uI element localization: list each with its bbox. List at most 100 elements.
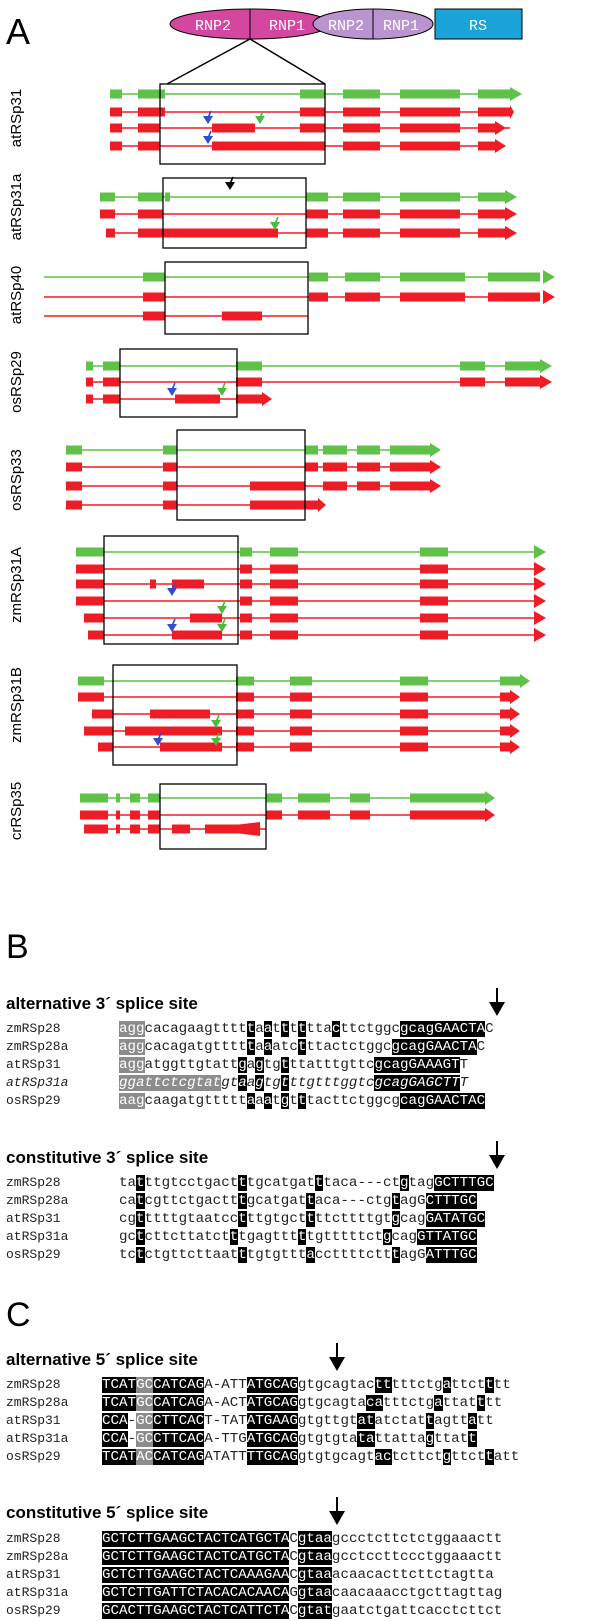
- exon: [92, 709, 113, 719]
- exon: [66, 481, 82, 491]
- exon: [150, 579, 156, 589]
- exon-arrow: [510, 707, 520, 721]
- splice-site-arrow: [153, 732, 163, 746]
- exon: [400, 228, 460, 238]
- exon: [488, 272, 540, 282]
- exon: [236, 361, 262, 371]
- exon: [86, 394, 93, 404]
- gene-model: osRSp33: [8, 429, 441, 521]
- sequence-row: tatttgtcctgactttgcatgatttaca---ctgtagGCT…: [119, 1175, 494, 1191]
- exon-arrow: [543, 270, 555, 284]
- exon: [305, 500, 318, 510]
- exon: [236, 692, 254, 702]
- exon: [236, 394, 262, 404]
- exon: [110, 141, 122, 151]
- transcript: [84, 611, 546, 625]
- domain-rs-label: RS: [469, 18, 487, 35]
- transcript: [98, 740, 520, 754]
- exon: [350, 810, 370, 820]
- exon-arrow: [510, 740, 520, 754]
- exon: [100, 209, 115, 219]
- transcript: [44, 290, 555, 304]
- exon: [400, 209, 460, 219]
- exon-arrow: [485, 791, 495, 805]
- exon: [420, 596, 448, 606]
- exon: [86, 361, 93, 371]
- transcript: [86, 359, 552, 373]
- exon-arrow: [200, 822, 260, 836]
- transcript: [76, 594, 546, 608]
- exon: [172, 579, 204, 589]
- exon: [165, 192, 170, 202]
- sequence-row: aggatggttgtattgagtgtttatttgttcgcagGAAAGT…: [119, 1057, 469, 1073]
- exon: [240, 613, 252, 623]
- sequence-row: tctctgttcttaatttgtgtttaccttttctttagGATTT…: [119, 1247, 477, 1263]
- splice-site-arrow: [255, 110, 265, 124]
- exon: [106, 228, 115, 238]
- exon: [343, 228, 380, 238]
- sequence-row: aagcaagatgtttttaaatgtttacttctggcgcagGAAC…: [119, 1093, 486, 1109]
- exon: [84, 824, 108, 834]
- exon-arrow: [534, 577, 546, 591]
- exon: [309, 292, 328, 302]
- exon: [130, 793, 140, 803]
- exon: [212, 123, 255, 133]
- exon: [250, 481, 305, 491]
- exon: [270, 613, 298, 623]
- exon: [305, 445, 318, 455]
- exon: [116, 824, 120, 834]
- gene-label: atRSp31a: [8, 173, 25, 240]
- sequence-row: catcgttctgactttgcatgattaca---ctgtagGCTTT…: [119, 1193, 477, 1209]
- transcript: [92, 707, 520, 721]
- splice-site-arrow: [225, 176, 235, 190]
- sequence-row: cgtttttgtaatcctttgtgcttttcttttgtgcagGATA…: [119, 1211, 486, 1227]
- transcript: [84, 724, 520, 738]
- gene-label: zmRSp31B: [8, 667, 25, 743]
- gene-label: atRSp40: [8, 266, 25, 324]
- panel-letter-b: B: [6, 928, 29, 966]
- exon: [163, 445, 177, 455]
- exon-arrow: [485, 808, 495, 822]
- exon: [103, 361, 120, 371]
- gene-label: osRSp29: [8, 351, 25, 413]
- seq-name: atRSp31a: [6, 1075, 69, 1090]
- exon: [160, 107, 165, 117]
- domain-diagram: RNP2 RNP1 RNP2 RNP1 RS: [166, 8, 523, 85]
- sequence-row: GCTCTTGATTCTACACACAACAGgtaacaacaaacctgct…: [102, 1585, 503, 1601]
- const-3-splice-title: constitutive 3´ splice site: [6, 1148, 209, 1167]
- exon-arrow: [520, 674, 530, 688]
- exon: [270, 596, 298, 606]
- exon: [240, 630, 252, 640]
- exon: [410, 793, 485, 803]
- transcript: [44, 270, 555, 284]
- seq-name: zmRSp28: [6, 1175, 61, 1190]
- exon: [420, 630, 448, 640]
- exon-arrow: [430, 443, 441, 457]
- gene-label: crRSp35: [8, 782, 25, 840]
- sequence-row: CCA-GCCTTCACA-TTGATGCAGgtgtgtatattattagt…: [102, 1431, 477, 1447]
- transcript: [76, 545, 546, 559]
- exon: [290, 742, 312, 752]
- splice-site-arrow: [167, 582, 177, 596]
- exon: [138, 123, 160, 133]
- rrm-box: [159, 83, 326, 165]
- exon: [143, 292, 165, 302]
- rrm-box: [112, 664, 238, 766]
- splice-site-arrow: [211, 732, 221, 746]
- exon: [138, 209, 163, 219]
- seq-name: zmRSp28a: [6, 1395, 69, 1410]
- exon: [400, 692, 428, 702]
- exon-arrow: [430, 460, 441, 474]
- transcript: [84, 822, 266, 836]
- exon: [84, 613, 104, 623]
- exon: [80, 810, 108, 820]
- exon: [148, 824, 160, 834]
- gene-model: crRSp35: [8, 782, 495, 850]
- exon: [478, 141, 495, 151]
- exon: [160, 89, 165, 99]
- transcript: [80, 791, 495, 805]
- exon: [76, 579, 104, 589]
- exon: [300, 107, 325, 117]
- exon: [110, 123, 122, 133]
- exon: [400, 192, 460, 202]
